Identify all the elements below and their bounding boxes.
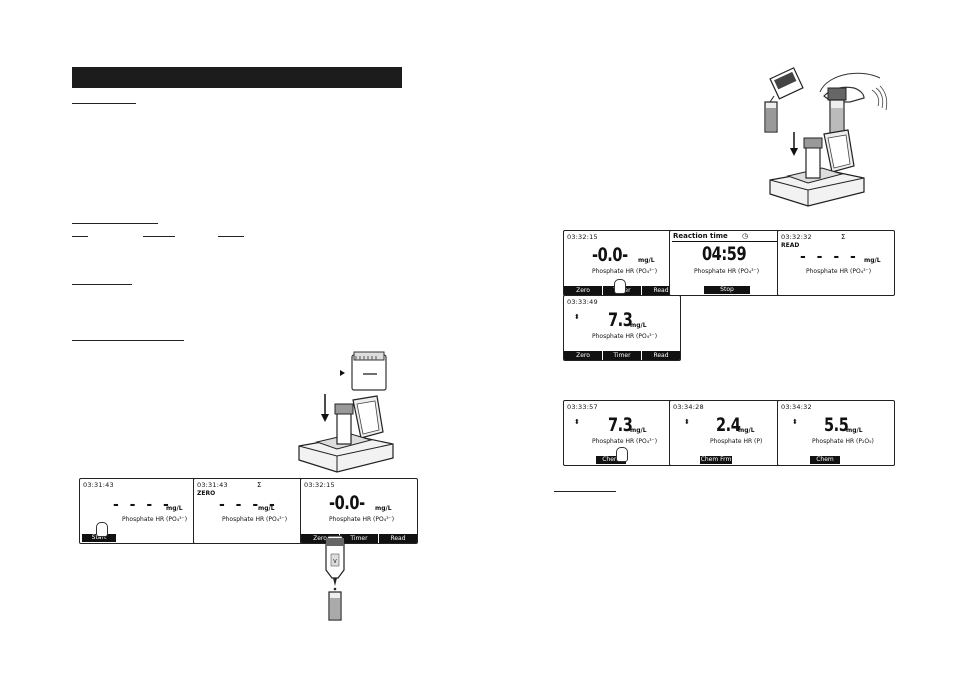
- unit-label: mg/L: [864, 257, 881, 264]
- arrow-icon: ⬍: [684, 418, 690, 426]
- screen-read: 03:32:32 Σ READ - - - - mg/L Phosphate H…: [777, 230, 895, 296]
- arrow-icon: ⬍: [574, 313, 580, 321]
- chem-form-key[interactable]: Chem Frm: [810, 456, 840, 465]
- screen-reaction-time: Reaction time ◷ 04:59 Phosphate HR (PO₄³…: [669, 230, 787, 296]
- clock-time: 03:33:57: [567, 403, 598, 411]
- reading-value: -0.0-: [592, 244, 628, 266]
- heading-rule-2b: [143, 236, 175, 237]
- unit-label: mg/L: [846, 427, 863, 434]
- zero-key[interactable]: Zero: [564, 286, 602, 295]
- timer-key[interactable]: Timer: [340, 534, 378, 543]
- reagent-packet-icon: [764, 67, 804, 133]
- bottle-label: V: [333, 559, 337, 565]
- chem-form-key[interactable]: Chem Frm: [700, 456, 732, 464]
- cuvette-icon: [340, 351, 387, 391]
- clock-time: 03:32:15: [304, 481, 335, 489]
- arrow-icon: ⬍: [574, 418, 580, 426]
- heading-rule-5: [554, 491, 616, 492]
- screen-result: 03:33:49 ⬍ 7.3 mg/L Phosphate HR (PO₄³⁻)…: [563, 295, 681, 361]
- heading-rule-1: [72, 103, 136, 104]
- reagent-bottle-icon: V: [325, 535, 345, 621]
- read-key[interactable]: Read: [642, 351, 680, 360]
- meter-icon: [298, 394, 394, 473]
- status-label: READ: [781, 242, 800, 249]
- chem-form-key[interactable]: Chem Frm: [596, 456, 626, 465]
- screen-chem-form-p: 03:34:28 ⬍ 2.4 mg/L Phosphate HR (P) Che…: [669, 400, 787, 466]
- reading-value: 7.3: [608, 309, 633, 331]
- clock-time: 03:33:49: [567, 298, 598, 306]
- sigma-icon: Σ: [257, 481, 262, 489]
- start-key[interactable]: Start: [82, 534, 116, 542]
- zero-key[interactable]: Zero: [564, 351, 602, 360]
- screen-zero: 03:31:43 Σ ZERO - - - - mg/L Phosphate H…: [193, 478, 311, 544]
- method-label: Phosphate HR (PO₄³⁻): [592, 268, 658, 275]
- sigma-icon: Σ: [841, 233, 846, 241]
- screen-timer-press: 03:32:15 -0.0- mg/L Phosphate HR (PO₄³⁻)…: [563, 230, 681, 296]
- timer-icon: ◷: [742, 232, 749, 240]
- reading-value: 5.5: [824, 414, 849, 436]
- method-label: Phosphate HR (PO₄³⁻): [806, 268, 872, 275]
- clock-time: 03:32:32: [781, 233, 812, 241]
- reading-value: - - - -: [800, 249, 859, 265]
- reading-value: - - - -: [113, 497, 172, 513]
- unit-label: mg/L: [258, 505, 275, 512]
- method-label: Phosphate HR (PO₄³⁻): [694, 268, 760, 275]
- zero-key[interactable]: Zero: [301, 534, 339, 543]
- reading-value: 2.4: [716, 414, 741, 436]
- section-title-bar: [72, 67, 402, 88]
- unit-label: mg/L: [638, 257, 655, 264]
- unit-label: mg/L: [630, 427, 647, 434]
- heading-rule-3: [72, 284, 132, 285]
- heading-rule-2a: [72, 236, 88, 237]
- meter-icon: [769, 129, 865, 207]
- screen-start: 03:31:43 - - - - mg/L Phosphate HR (PO₄³…: [79, 478, 197, 544]
- reading-value: -0.0-: [329, 492, 365, 514]
- hand-pointer-icon: [96, 522, 108, 537]
- hand-pointer-icon: [614, 279, 626, 294]
- clock-time: 03:31:43: [197, 481, 228, 489]
- unit-label: mg/L: [166, 505, 183, 512]
- clock-time: 03:34:32: [781, 403, 812, 411]
- shaking-hand-icon: [819, 72, 888, 135]
- read-key[interactable]: Read: [379, 534, 417, 543]
- heading-rule-2: [72, 223, 158, 224]
- reading-value: 7.3: [608, 414, 633, 436]
- method-label: Phosphate HR (PO₄³⁻): [592, 333, 658, 340]
- heading-rule-2c: [218, 236, 244, 237]
- clock-time: 03:31:43: [83, 481, 114, 489]
- unit-label: mg/L: [375, 505, 392, 512]
- method-label: Phosphate HR (P₂O₅): [812, 438, 874, 445]
- method-label: Phosphate HR (PO₄³⁻): [329, 516, 395, 523]
- method-label: Phosphate HR (P): [710, 438, 763, 445]
- method-label: Phosphate HR (PO₄³⁻): [122, 516, 188, 523]
- heading-rule-4: [72, 340, 184, 341]
- method-label: Phosphate HR (PO₄³⁻): [222, 516, 288, 523]
- unit-label: mg/L: [630, 322, 647, 329]
- clock-time: 03:34:28: [673, 403, 704, 411]
- status-label: ZERO: [197, 490, 216, 497]
- stop-key[interactable]: Stop: [704, 286, 750, 294]
- screen-chem-form-p2o5: 03:34:32 ⬍ 5.5 mg/L Phosphate HR (P₂O₅) …: [777, 400, 895, 466]
- hand-pointer-icon: [616, 447, 628, 462]
- reaction-time-title: Reaction time: [673, 232, 728, 240]
- unit-label: mg/L: [738, 427, 755, 434]
- screen-chem-form-po4: 03:33:57 ⬍ 7.3 mg/L Phosphate HR (PO₄³⁻)…: [563, 400, 681, 466]
- reading-value: - - - -: [219, 497, 278, 513]
- screen-zeroed: 03:32:15 -0.0- mg/L Phosphate HR (PO₄³⁻)…: [300, 478, 418, 544]
- clock-time: 03:32:15: [567, 233, 598, 241]
- read-key[interactable]: Read: [642, 286, 680, 295]
- title-divider: [672, 241, 784, 242]
- method-label: Phosphate HR (PO₄³⁻): [592, 438, 658, 445]
- countdown-value: 04:59: [702, 243, 747, 265]
- arrow-icon: ⬍: [792, 418, 798, 426]
- timer-key[interactable]: Timer: [603, 351, 641, 360]
